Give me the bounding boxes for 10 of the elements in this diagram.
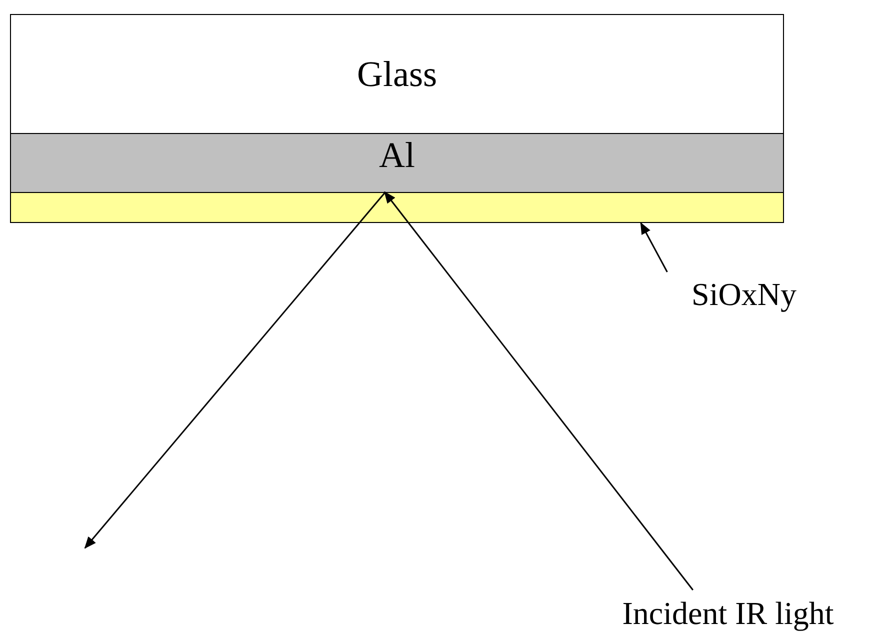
text-label: Incident IR light [622, 594, 834, 632]
layer-name: Al [379, 134, 415, 176]
siloxynitride-layer [10, 192, 784, 223]
layer-name: Glass [357, 53, 437, 95]
light-ray-arrow [84, 192, 386, 549]
leader-line [640, 222, 668, 272]
aluminium-layer [10, 133, 784, 193]
light-ray-arrow [384, 191, 694, 590]
text-label: SiOxNy [692, 276, 796, 312]
glass-layer [10, 14, 784, 134]
